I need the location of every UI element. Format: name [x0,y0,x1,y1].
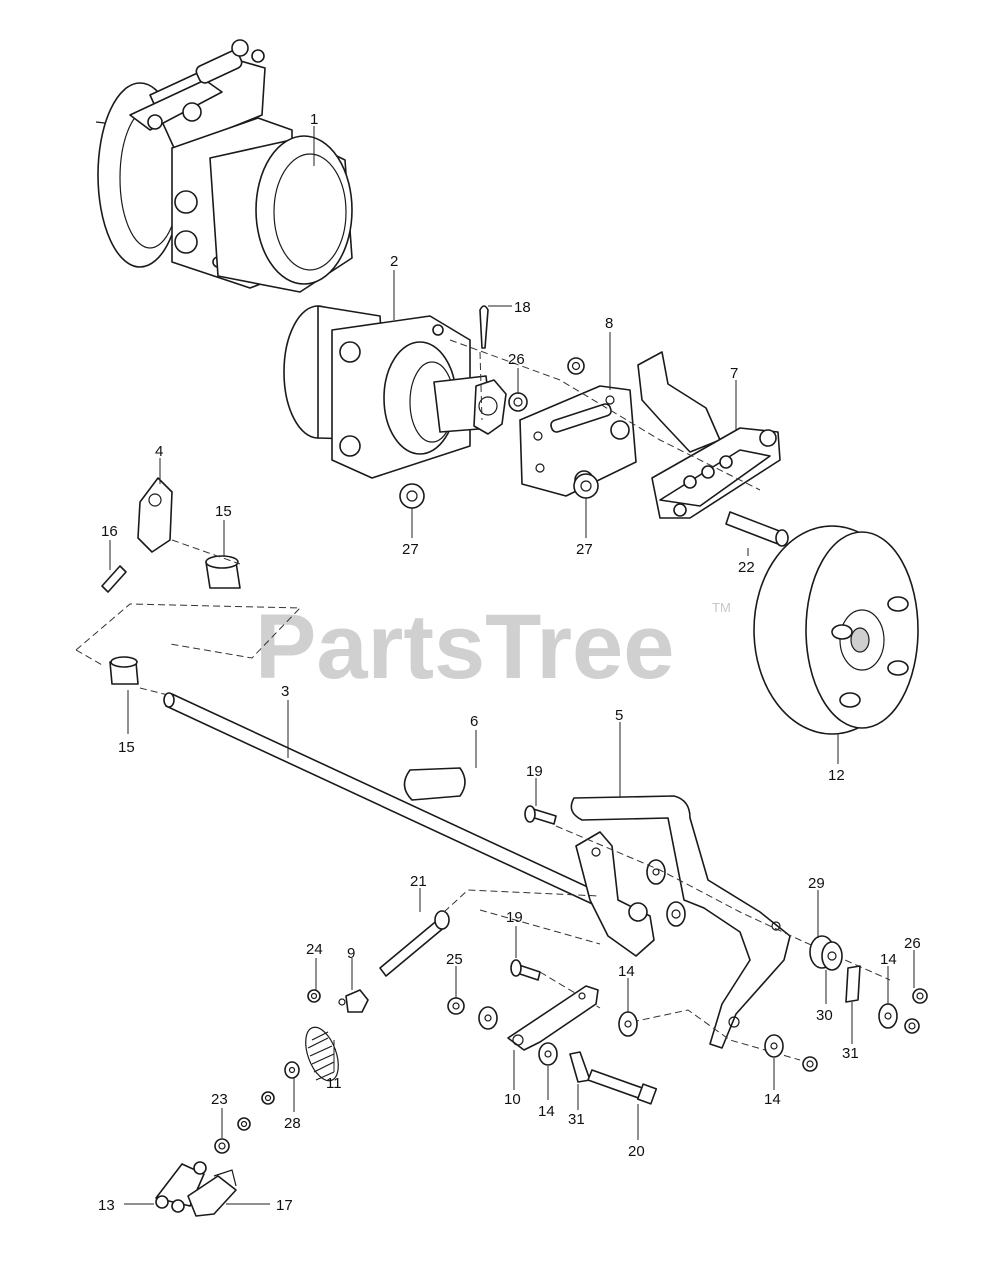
hex-nut-23[interactable] [214,1138,230,1154]
long-rod-bolt[interactable] [379,910,450,977]
bushing-lower[interactable] [109,656,139,685]
callout-20: 20 [628,1143,645,1160]
callout-5: 5 [615,707,623,724]
link-arm[interactable] [507,985,599,1051]
callout-1: 1 [310,111,318,128]
trunnion-block[interactable] [338,989,369,1013]
mounting-plate[interactable] [519,385,637,497]
callout-26-right: 26 [904,935,921,952]
callout-2: 2 [390,253,398,270]
washer-mid-1[interactable] [646,859,666,885]
hydraulic-motor[interactable] [283,305,507,479]
callout-3: 3 [281,683,289,700]
callout-31-lower: 31 [568,1111,585,1128]
washer-25[interactable] [478,1006,498,1030]
callout-12: 12 [828,767,845,784]
shoulder-bolt-lower[interactable] [510,959,541,981]
callout-14-lower: 14 [538,1103,555,1120]
callout-14-bottom: 14 [764,1091,781,1108]
callout-23: 23 [211,1091,228,1108]
spring-clip-right[interactable] [845,965,861,1003]
callout-15-lower: 15 [118,739,135,756]
hex-nut-26-upper[interactable] [508,392,528,412]
callout-11: 11 [326,1075,342,1092]
handle-grip[interactable] [403,767,466,801]
cotter-pin[interactable] [479,305,489,349]
callout-10: 10 [504,1091,521,1108]
washer-mid-2[interactable] [666,901,686,927]
clevis-pin-clip[interactable] [187,1169,237,1217]
roll-pin[interactable] [101,565,127,593]
jam-nut-upper[interactable] [261,1091,275,1105]
jam-nut-middle[interactable] [237,1117,251,1131]
pivot-bracket[interactable] [575,831,655,957]
hex-nut-bottom[interactable] [802,1056,818,1072]
callout-6: 6 [470,713,478,730]
callout-19-lower: 19 [506,909,523,926]
bushing-upper[interactable] [205,555,241,589]
callout-16: 16 [101,523,118,540]
hex-nut-upper-right[interactable] [567,357,585,375]
callout-4: 4 [155,443,163,460]
pulley[interactable] [809,935,843,971]
callout-9: 9 [347,945,355,962]
spring-clip-lower[interactable] [569,1051,591,1083]
callout-13: 13 [98,1197,115,1214]
callout-27-left: 27 [402,541,419,558]
cross-shaft[interactable] [163,692,621,915]
washer-28[interactable] [284,1061,300,1079]
callout-18: 18 [514,299,531,316]
shoulder-bolt-upper[interactable] [524,805,557,825]
hex-nut-right-lower[interactable] [904,1018,920,1034]
hex-bolt[interactable] [587,1069,658,1105]
brake-drum-hub[interactable] [753,525,919,735]
shift-cam[interactable] [137,477,173,553]
hex-nut-25[interactable] [447,997,465,1015]
watermark-text: PartsTree [255,596,674,698]
washer-14-lower[interactable] [538,1042,558,1066]
callout-28: 28 [284,1115,301,1132]
callout-15-upper: 15 [215,503,232,520]
callout-21: 21 [410,873,427,890]
washer-14-center[interactable] [618,1011,638,1037]
callout-14-center: 14 [618,963,635,980]
hex-nut-24[interactable] [307,989,321,1003]
callout-19-upper: 19 [526,763,543,780]
callout-26-upper: 26 [508,351,525,368]
hex-nut-26-right[interactable] [912,988,928,1004]
flange-nut-27-right[interactable] [573,473,599,499]
washer-14-bottom[interactable] [764,1034,784,1058]
control-lever[interactable] [570,795,791,1049]
wheel-motor-brake-assembly[interactable] [95,39,353,293]
washer-14-right[interactable] [878,1003,898,1029]
callout-27-right: 27 [576,541,593,558]
callout-7: 7 [730,365,738,382]
callout-22: 22 [738,559,755,576]
callout-31-right: 31 [842,1045,859,1062]
callout-8: 8 [605,315,613,332]
compression-spring[interactable] [299,1023,344,1085]
pivot-pin[interactable] [725,511,789,547]
callout-24: 24 [306,941,323,958]
callout-17: 17 [276,1197,293,1214]
callout-25: 25 [446,951,463,968]
callout-14-right: 14 [880,951,897,968]
brake-bracket[interactable] [637,351,781,519]
callout-30: 30 [816,1007,833,1024]
flange-nut-27-left[interactable] [399,483,425,509]
watermark-trademark: TM [712,600,731,615]
callout-29: 29 [808,875,825,892]
